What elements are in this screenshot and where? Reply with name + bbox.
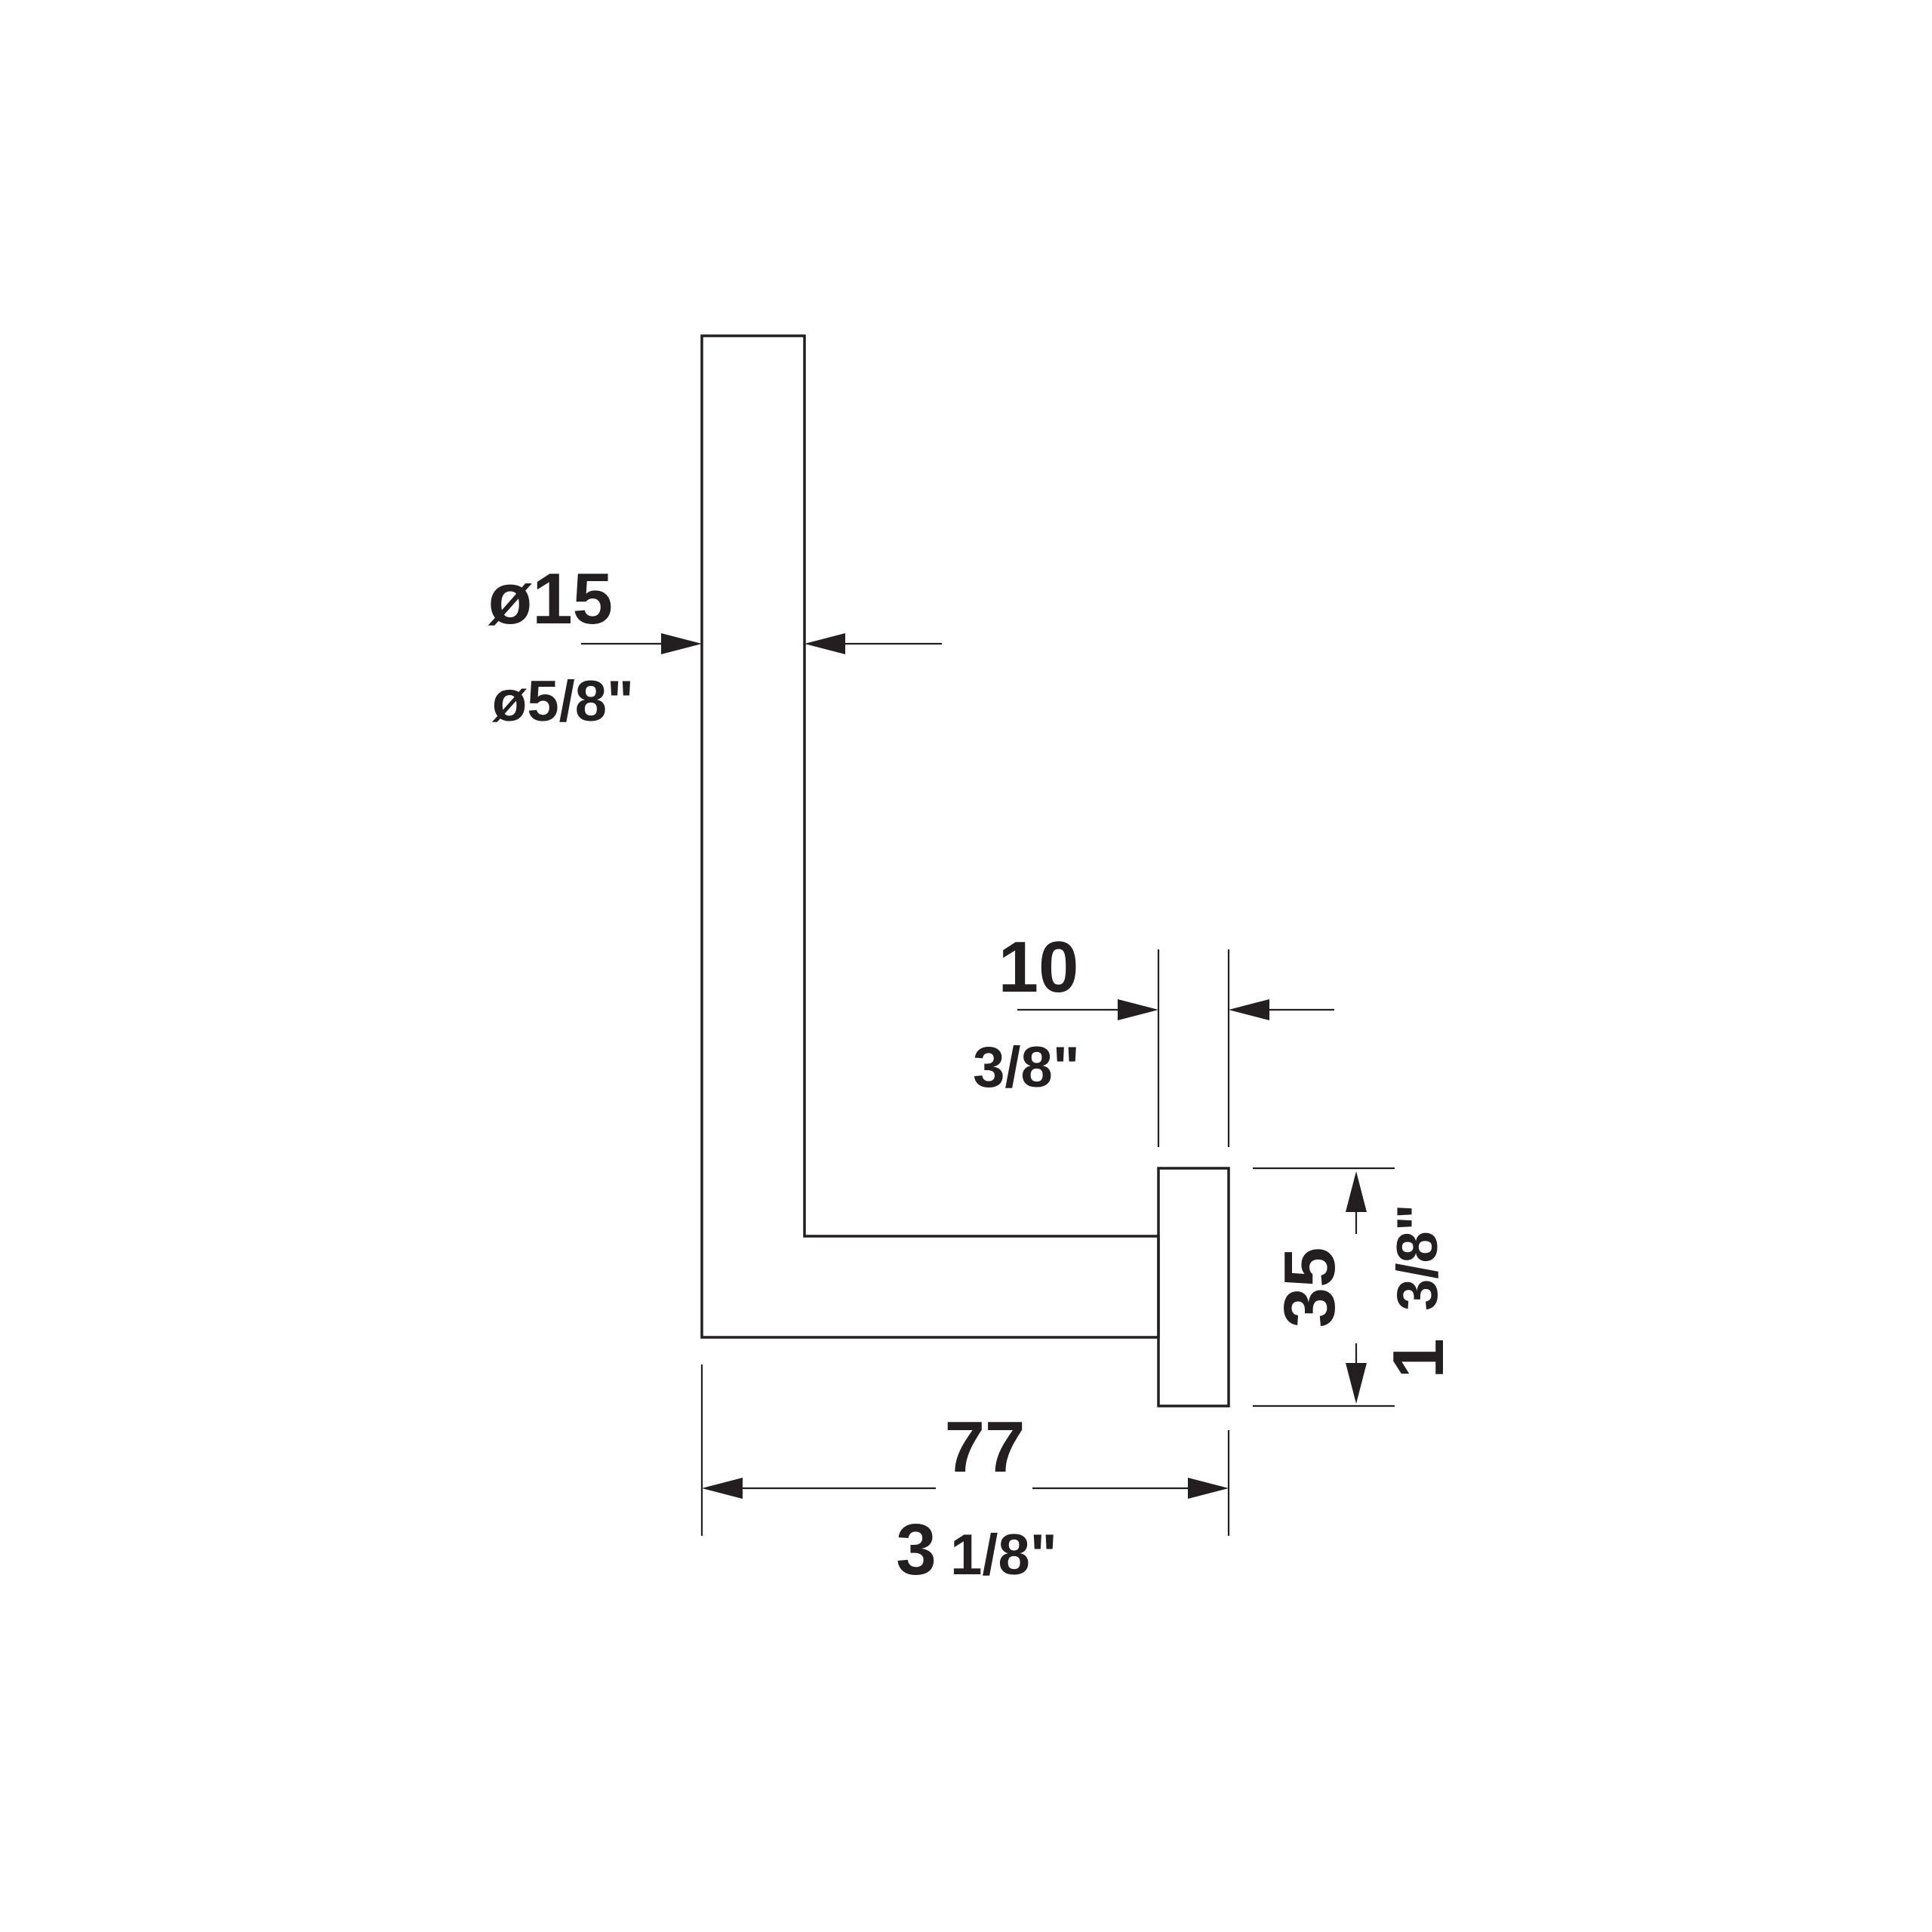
diameter-arrow-left [661,633,702,654]
l-shaped-rod [700,334,1160,1339]
length-imperial-fraction-label: 1/8" [950,1523,1057,1587]
height-imperial-whole-label: 1 [1378,1338,1459,1378]
thickness-arrow-left [1118,999,1158,1020]
part-outline [700,334,1230,1407]
diameter-dimension: ø15 ø5/8" [488,558,942,734]
diameter-imperial-label: ø5/8" [492,669,634,734]
thickness-metric-label: 10 [998,927,1079,1008]
length-dimension: 77 3 1/8" [700,1364,1230,1590]
length-imperial-whole-label: 3 [896,1509,936,1590]
height-arrow-bottom [1346,1363,1367,1404]
flange-height-dimension: 35 1 3/8" [1253,1167,1459,1407]
height-arrow-top [1346,1171,1367,1212]
thickness-arrow-right [1229,999,1269,1020]
diameter-arrow-right [804,633,845,654]
flange-thickness-dimension: 10 3/8" [973,927,1334,1147]
thickness-imperial-label: 3/8" [973,1035,1080,1100]
length-arrow-left [702,1478,743,1499]
height-metric-label: 35 [1269,1247,1350,1328]
wall-flange [1157,1167,1230,1407]
height-imperial-fraction-label: 3/8" [1386,1204,1450,1311]
diameter-metric-label: ø15 [488,558,613,639]
length-metric-label: 77 [945,1407,1026,1487]
length-arrow-right [1188,1478,1229,1499]
